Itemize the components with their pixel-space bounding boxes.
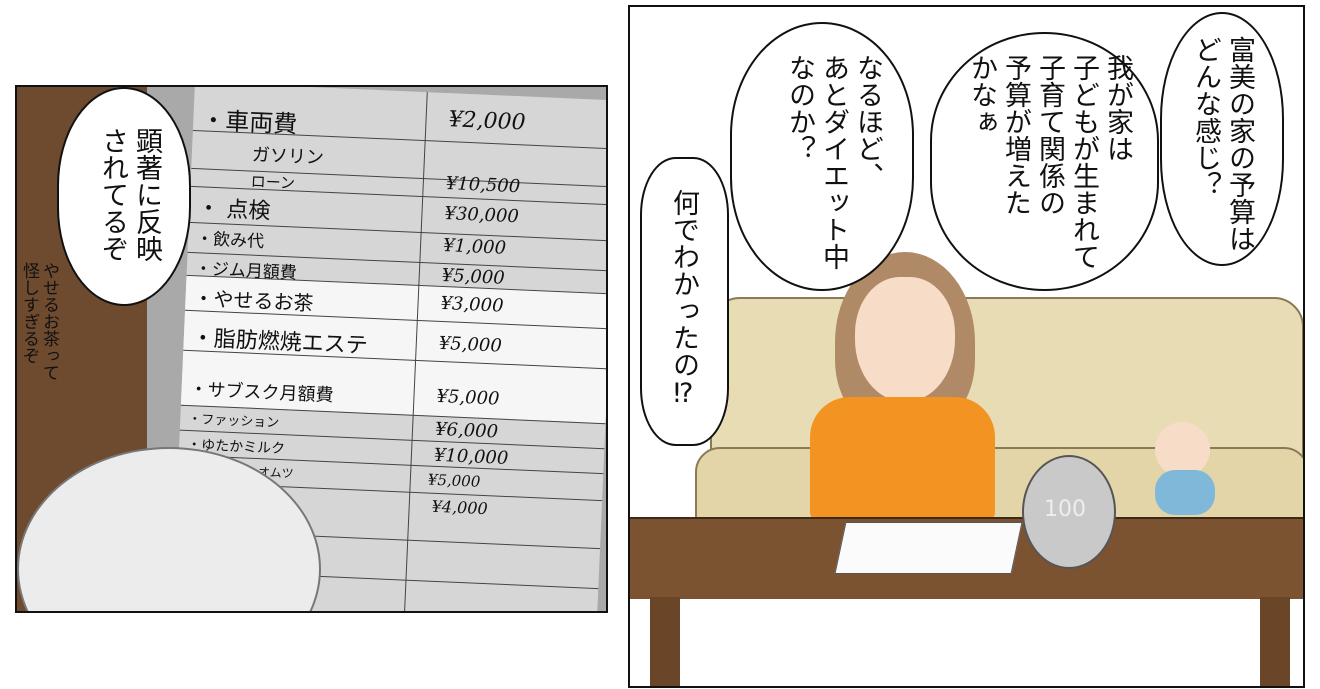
- ledger-amount: ¥4,000: [431, 496, 489, 519]
- coin-label: 100: [1044, 497, 1086, 522]
- bubble-line: 我が家は: [1102, 54, 1133, 162]
- ledger-item: ・やせるお茶: [193, 286, 314, 316]
- table-leg: [1260, 597, 1290, 686]
- ledger-amount: ¥5,000: [438, 332, 503, 357]
- ledger-amount: ¥10,000: [433, 444, 509, 470]
- ledger-item: ・ 点検: [196, 196, 271, 225]
- speech-bubble: 何でわかったの⁉: [640, 157, 729, 446]
- aside-text-line: やせるお茶って: [39, 262, 59, 381]
- woman-shirt: [810, 397, 995, 522]
- bubble-line: かなぁ: [966, 54, 997, 135]
- baby-head: [1155, 422, 1210, 477]
- baby-body: [1155, 470, 1215, 515]
- speech-bubble: 我が家は 子どもが生まれて 子育て関係の 予算が増えた かなぁ: [930, 32, 1159, 291]
- bubble-line: 富美の家の予算は: [1224, 36, 1255, 252]
- ledger-item: ガソリン: [251, 144, 325, 169]
- ledger-amount: ¥5,000: [441, 264, 506, 289]
- bubble-line: なるほど、: [852, 54, 883, 189]
- ledger-item: ・飲み代: [195, 229, 265, 253]
- bubble-line: どんな感じ？: [1190, 36, 1221, 198]
- ledger-item: ・ファッション: [187, 412, 280, 431]
- bubble-line: あとダイエット中: [818, 54, 849, 270]
- bubble-line: 予算が増えた: [1000, 54, 1031, 216]
- ledger-amount: ¥10,500: [445, 173, 521, 198]
- aside-text-line: 怪しすぎるぞ: [19, 262, 39, 364]
- bubble-line: 子育て関係の: [1034, 54, 1065, 216]
- right-comic-panel: 100 富美の家の予算は どんな感じ？ 我が家は 子どもが生まれて 子育て関係の…: [628, 5, 1305, 688]
- bubble-line: 子どもが生まれて: [1068, 54, 1099, 270]
- ledger-amount: ¥1,000: [442, 234, 507, 259]
- ledger-item: ・ジム月額費: [194, 259, 298, 284]
- ledger-amount: ¥5,000: [427, 470, 481, 491]
- speech-bubble: 顕著に反映 されてるぞ: [57, 87, 191, 306]
- woman-face: [855, 277, 955, 402]
- ledger-item: ・車両費: [200, 106, 298, 139]
- bubble-line: 顕著に反映: [131, 127, 162, 262]
- speech-bubble: なるほど、 あとダイエット中 なのか？: [730, 22, 914, 291]
- open-book: [834, 522, 1023, 574]
- bubble-line: 何でわかったの⁉: [668, 189, 699, 409]
- speech-bubble: 富美の家の予算は どんな感じ？: [1160, 12, 1284, 266]
- ledger-amount: ¥3,000: [440, 292, 504, 317]
- bubble-line: されてるぞ: [97, 127, 128, 262]
- table-leg: [650, 597, 680, 686]
- ledger-amount: ¥5,000: [436, 385, 500, 410]
- bubble-line: なのか？: [784, 54, 815, 162]
- ledger-amount: ¥30,000: [444, 203, 520, 228]
- coin-character: 100: [1022, 455, 1116, 569]
- left-comic-panel: ・車両費 ¥2,000 ガソリン ローン ¥10,500 ・ 点検 ¥30,00…: [15, 85, 608, 613]
- ledger-amount: ¥6,000: [434, 418, 499, 443]
- ledger-item: ローン: [250, 172, 296, 193]
- ledger-amount: ¥2,000: [448, 107, 527, 136]
